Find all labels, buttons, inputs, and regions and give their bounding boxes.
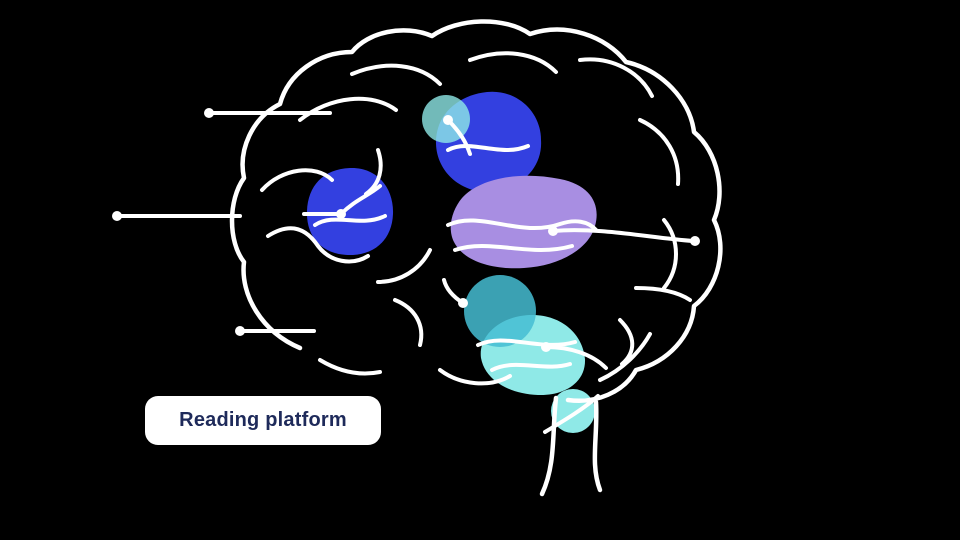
circuit-node xyxy=(235,326,245,336)
circuit-lines xyxy=(115,111,695,370)
circuit-node xyxy=(548,226,558,236)
reading-platform-label-text: Reading platform xyxy=(179,409,347,431)
circuit-nodes xyxy=(112,108,700,352)
circuit-node xyxy=(443,115,453,125)
circuit-node xyxy=(690,236,700,246)
reading-platform-label: Reading platform xyxy=(145,396,381,445)
circuit-node xyxy=(458,298,468,308)
circuit-node xyxy=(541,342,551,352)
teal-region-mid xyxy=(464,275,536,347)
circuit-node xyxy=(204,108,214,118)
brain-outline xyxy=(229,19,723,497)
blue-region-left xyxy=(306,167,394,256)
neural-lines xyxy=(260,51,681,434)
circuit-node xyxy=(112,211,122,221)
circuit-node xyxy=(336,209,346,219)
